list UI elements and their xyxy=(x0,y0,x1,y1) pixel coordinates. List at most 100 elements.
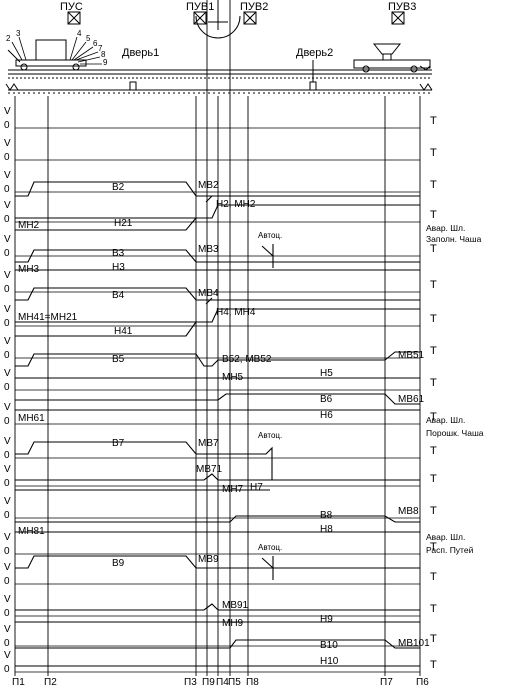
label-b4: В4 xyxy=(112,290,125,301)
puv3-hopper-shape xyxy=(353,43,431,73)
axis-t-label: T xyxy=(430,115,437,127)
axis-v-label: V xyxy=(4,170,11,181)
puv1-round-device xyxy=(195,0,241,39)
right-ground-hatch xyxy=(419,83,433,91)
label-h4mh4: Н4, МН4 xyxy=(216,307,256,318)
label-mh3: МН3 xyxy=(18,264,40,275)
label-mh81: МН81 xyxy=(18,526,45,537)
conveyor-track xyxy=(8,69,432,94)
waveform-b3 xyxy=(15,249,420,263)
alarm-track-line1: Авар. Шл. xyxy=(426,532,465,542)
axis-t-label: T xyxy=(430,541,437,553)
axis-v-label: V xyxy=(4,368,11,379)
door2-label: Дверь2 xyxy=(296,47,333,59)
sensor-number-8: 8 xyxy=(101,50,106,59)
axis-v-label: V xyxy=(4,436,11,447)
axis-zero-label: 0 xyxy=(4,152,10,163)
axis-zero-label: 0 xyxy=(4,638,10,649)
pos-label-p7: П7 xyxy=(380,677,393,687)
axis-v-label: V xyxy=(4,304,11,315)
waveforms xyxy=(15,181,420,667)
axis-t-label: T xyxy=(430,571,437,583)
label-mh5: МН5 xyxy=(222,372,244,383)
axis-zero-label: 0 xyxy=(4,120,10,131)
axis-v-label: V xyxy=(4,106,11,117)
autocycle-line-2 xyxy=(261,557,274,569)
axis-zero-label: 0 xyxy=(4,214,10,225)
pos-label-p2: П2 xyxy=(44,677,57,687)
axis-v-label: V xyxy=(4,336,11,347)
label-h9: Н9 xyxy=(320,614,333,625)
waveform-mb71 xyxy=(15,473,420,481)
label-mb4: МВ4 xyxy=(198,288,219,299)
axis-v-label: V xyxy=(4,402,11,413)
axis-v-label: V xyxy=(4,562,11,573)
pos-label-p1: П1 xyxy=(12,677,25,687)
left-ground-hatch xyxy=(5,83,19,91)
label-h2mh2: Н2, МН2 xyxy=(216,199,256,210)
axis-t-label: T xyxy=(430,411,437,423)
station-box-puv2 xyxy=(243,11,257,25)
label-b9: В9 xyxy=(112,558,125,569)
axis-zero-label: 0 xyxy=(4,478,10,489)
axis-zero-label: 0 xyxy=(4,608,10,619)
alarm-powder-line2: Порошк. Чаша xyxy=(426,428,484,438)
alarm-labels: Авар. Шл. Заполн. Чаша Авар. Шл. Порошк.… xyxy=(426,223,484,555)
sensor-number-3: 3 xyxy=(16,29,21,38)
axis-zero-label: 0 xyxy=(4,248,10,259)
autocycle-label-1: Автоц. xyxy=(258,231,282,240)
door2-marker xyxy=(309,81,317,91)
waveform-b8 xyxy=(15,515,420,523)
sensor-number-5: 5 xyxy=(86,34,91,43)
pos-label-p5: П5 xyxy=(228,677,241,687)
label-b5: В5 xyxy=(112,354,125,365)
label-b6: В6 xyxy=(320,394,333,405)
signal-labels: В2 МВ2 Н2, МН2 МН2 Н21 В3 МВ3 МН3 Н3 В4 … xyxy=(18,180,430,667)
label-b10: В10 xyxy=(320,640,338,651)
station-box-pus xyxy=(67,11,81,25)
label-h21: Н21 xyxy=(114,218,133,229)
label-b52mb52: В52, МВ52 xyxy=(222,354,272,365)
label-mb51: МВ51 xyxy=(398,350,425,361)
label-h41: Н41 xyxy=(114,326,133,337)
pos-label-p6: П6 xyxy=(416,677,429,687)
autocycle-label-3: Автоц. xyxy=(258,543,282,552)
axis-t-label: T xyxy=(430,445,437,457)
axis-zero-label: 0 xyxy=(4,510,10,521)
waveform-b9 xyxy=(15,555,420,569)
vertical-timing-lines xyxy=(14,0,421,676)
label-b7: В7 xyxy=(112,438,125,449)
axis-t-label: T xyxy=(430,345,437,357)
axis-t-label: T xyxy=(430,473,437,485)
waveform-h2 xyxy=(15,195,420,219)
waveform-b7 xyxy=(15,441,273,480)
axis-zero-label: 0 xyxy=(4,546,10,557)
label-mh9: МН9 xyxy=(222,618,244,629)
station-label-pus: ПУС xyxy=(60,1,83,13)
door1-label: Дверь1 xyxy=(122,47,159,59)
axis-t-label: T xyxy=(430,279,437,291)
pos-label-p3: П3 xyxy=(184,677,197,687)
station-box-puv1 xyxy=(193,11,207,25)
label-b8: В8 xyxy=(320,510,333,521)
axis-t-label: T xyxy=(430,505,437,517)
sensor-number-9: 9 xyxy=(103,58,108,67)
label-mb91: МВ91 xyxy=(222,600,249,611)
waveform-mb91 xyxy=(15,603,420,611)
waveform-h4 xyxy=(15,297,420,323)
label-mb61: МВ61 xyxy=(398,394,425,405)
waveform-b2 xyxy=(15,181,420,197)
label-mh61: МН61 xyxy=(18,413,45,424)
pos-label-p8: П8 xyxy=(246,677,259,687)
axis-zero-label: 0 xyxy=(4,664,10,675)
label-mb8: МВ8 xyxy=(398,506,419,517)
label-mb7: МВ7 xyxy=(198,438,219,449)
waveform-b10 xyxy=(15,639,420,649)
label-h7: Н7 xyxy=(250,482,263,493)
label-mh7: МН7 xyxy=(222,484,244,495)
label-h8: Н8 xyxy=(320,524,333,535)
station-label-puv2: ПУВ2 xyxy=(240,1,268,13)
axis-v-label: V xyxy=(4,496,11,507)
alarm-track-line2: Расп. Путей xyxy=(426,545,474,555)
